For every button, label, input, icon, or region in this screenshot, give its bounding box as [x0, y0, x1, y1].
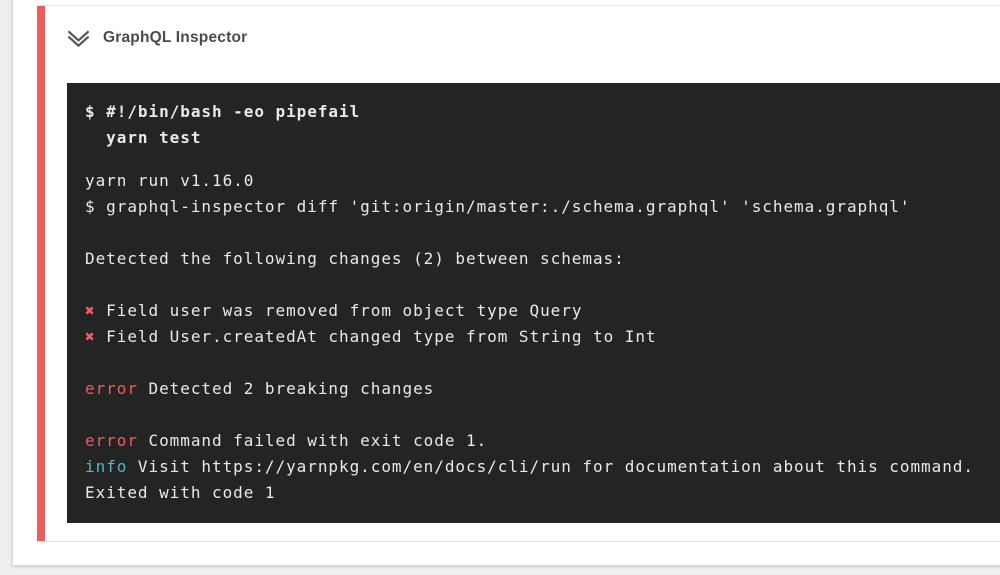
terminal-line: yarn run v1.16.0 [85, 171, 255, 190]
terminal-line [85, 350, 1000, 376]
terminal-line [85, 220, 1000, 246]
terminal-line: error Command failed with exit code 1. [85, 431, 488, 450]
terminal-line: Exited with code 1 [85, 483, 276, 502]
terminal-line: ✖ Field User.createdAt changed type from… [85, 327, 657, 346]
terminal-command-block: $ #!/bin/bash -eo pipefail yarn test [85, 99, 1000, 151]
terminal-line: info Visit https://yarnpkg.com/en/docs/c… [85, 457, 974, 476]
terminal-line [85, 272, 1000, 298]
terminal-line: $ #!/bin/bash -eo pipefail [85, 102, 361, 121]
step-failed-accent-bar [37, 6, 45, 541]
step-title: GraphQL Inspector [103, 29, 248, 46]
terminal-output-block: yarn run v1.16.0 $ graphql-inspector diff… [85, 168, 1000, 506]
job-steps-card: GraphQL Inspector $ #!/bin/bash -eo pipe… [12, 0, 1000, 566]
double-chevron-down-icon[interactable] [66, 27, 91, 49]
terminal-line: yarn test [85, 128, 202, 147]
terminal-line [85, 402, 1000, 428]
terminal-line: ✖ Field user was removed from object typ… [85, 301, 583, 320]
step-header-toggle[interactable]: GraphQL Inspector [66, 27, 247, 49]
terminal-line: error Detected 2 breaking changes [85, 379, 435, 398]
terminal-line: $ graphql-inspector diff 'git:origin/mas… [85, 197, 911, 216]
step-section-graphql-inspector: GraphQL Inspector $ #!/bin/bash -eo pipe… [37, 5, 1000, 542]
terminal-line: Detected the following changes (2) betwe… [85, 249, 625, 268]
terminal-output-panel: $ #!/bin/bash -eo pipefail yarn test yar… [67, 83, 1000, 523]
